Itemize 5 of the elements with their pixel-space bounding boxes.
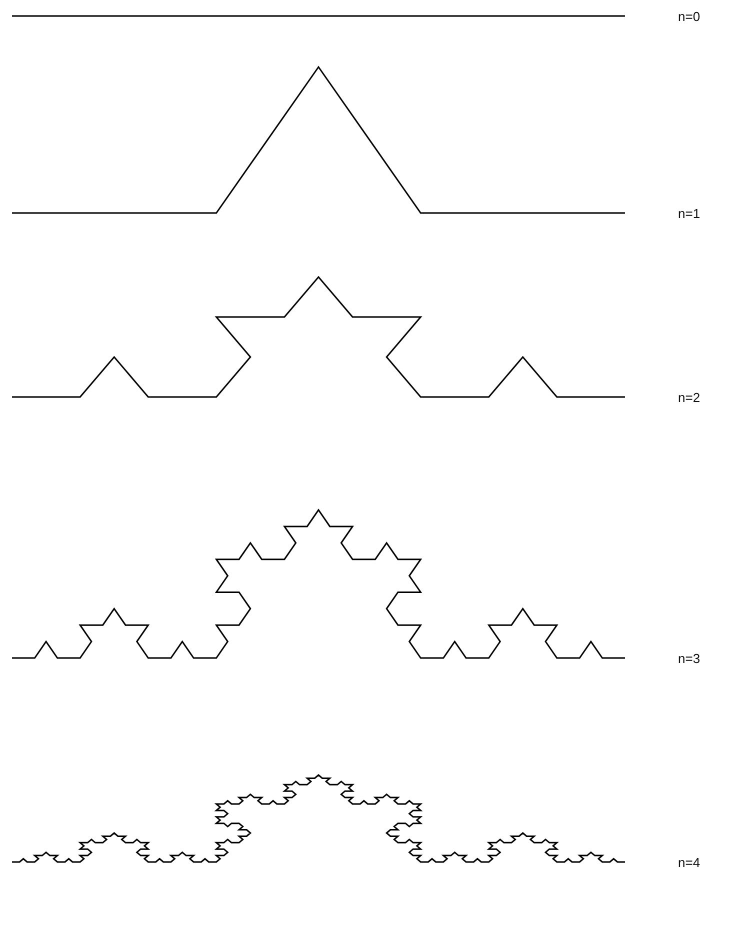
iteration-label: n=3: [678, 651, 700, 666]
iteration-label: n=0: [678, 9, 700, 24]
iteration-label: n=2: [678, 390, 700, 405]
iteration-label: n=1: [678, 206, 700, 221]
iteration-label: n=4: [678, 855, 700, 870]
